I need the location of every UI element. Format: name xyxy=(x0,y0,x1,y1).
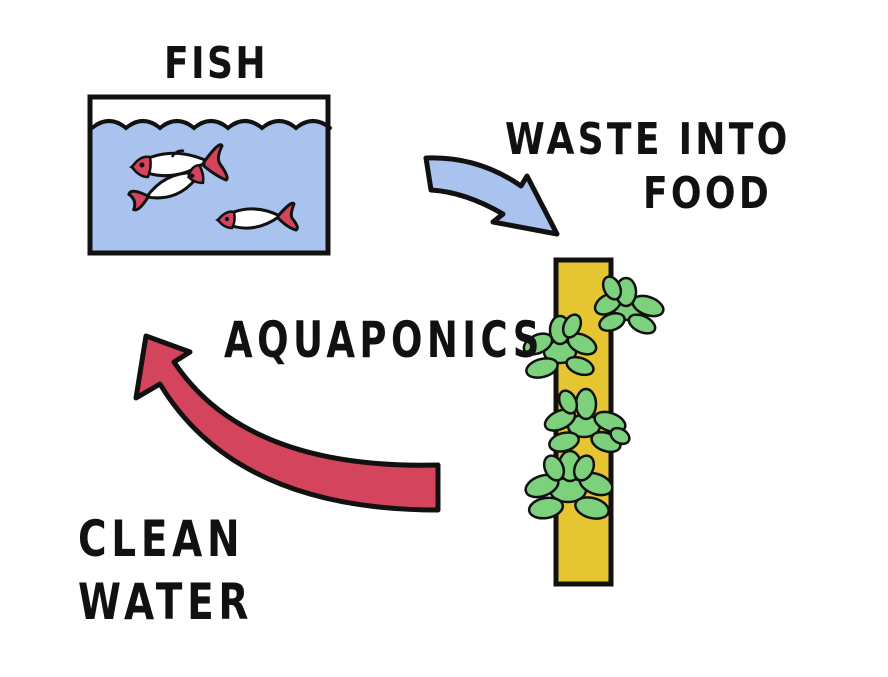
plant-1 xyxy=(593,275,665,335)
water-label: WATER xyxy=(78,573,254,631)
tank-frame xyxy=(87,94,331,256)
fish-1 xyxy=(129,143,229,182)
plant-4 xyxy=(524,449,614,520)
fish-2 xyxy=(127,163,205,212)
fish-tank xyxy=(87,94,332,256)
fish-label: FISH xyxy=(164,38,269,89)
clean-label: CLEAN xyxy=(78,510,245,568)
plant-3 xyxy=(543,387,631,454)
waste-into-label: WASTE INTO xyxy=(505,114,791,165)
tank-water xyxy=(92,121,330,251)
aquaponics-label: AQUAPONICS xyxy=(224,311,544,369)
water-surface-waves xyxy=(90,119,332,131)
clean-water-arrow xyxy=(133,333,441,513)
food-label: FOOD xyxy=(643,168,773,219)
plant-2 xyxy=(522,313,598,379)
fish-3 xyxy=(215,201,299,232)
waste-to-food-arrow xyxy=(423,155,560,237)
